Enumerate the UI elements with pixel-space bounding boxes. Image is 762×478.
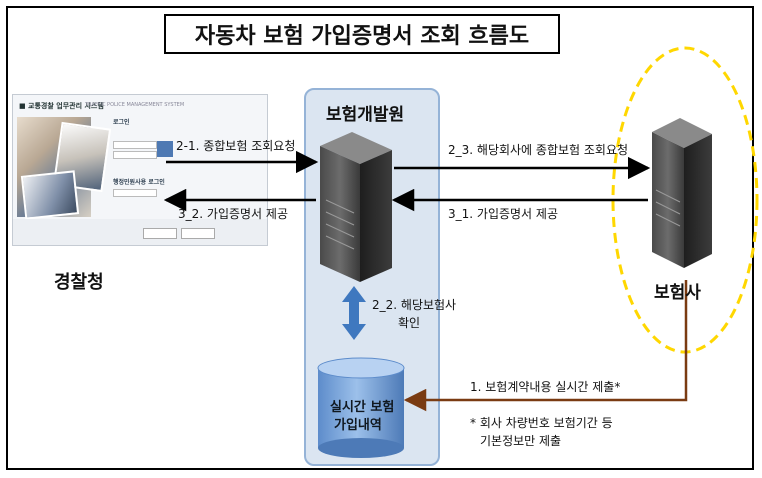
screenshot-login-panel: 로그인 행정민원사용 로그인: [109, 117, 177, 207]
police-system-screenshot: ■ 교통경찰 업무관리 시스템 TRAFFIC POLICE MANAGEMEN…: [12, 94, 268, 246]
edge-label-2-2-line2: 확인: [398, 316, 421, 330]
db-label-line2: 가입내역: [334, 418, 382, 433]
edge-label-3-2: 3_2. 가입증명서 제공: [178, 207, 288, 221]
arrow-2-2-double: [342, 286, 366, 340]
diagram-frame: [6, 6, 754, 470]
database-cylinder-icon: [317, 357, 405, 458]
node-kidi: 보험개발원: [326, 105, 405, 125]
diagram-title: 자동차 보험 가입증명서 조회 흐름도: [164, 14, 560, 54]
screenshot-footer-button: [181, 228, 215, 239]
kidi-server-icon: [320, 132, 392, 282]
edge-label-2-2-line1: 2_2. 해당보험사: [372, 298, 457, 312]
screenshot-footer: [13, 219, 267, 245]
screenshot-footer-button: [143, 228, 177, 239]
edge-label-1: 1. 보험계약내용 실시간 제출*: [470, 380, 621, 394]
node-police: 경찰청: [54, 272, 104, 293]
screenshot-logo: ■ 교통경찰 업무관리 시스템: [19, 102, 104, 110]
insurer-server-icon: [652, 118, 712, 268]
edge-label-2-1: 2-1. 종합보험 조회요청: [176, 139, 296, 153]
footnote-line2: 기본정보만 제출: [480, 434, 562, 448]
screenshot-subtitle: TRAFFIC POLICE MANAGEMENT SYSTEM: [85, 102, 185, 108]
db-label-line1: 실시간 보험: [330, 400, 395, 415]
footnote-line1: * 회사 차량번호 보험기간 등: [470, 416, 613, 430]
arrow-1-submit: [403, 280, 688, 412]
edge-label-3-1: 3_1. 가입증명서 제공: [448, 207, 558, 221]
node-insurer: 보험사: [654, 283, 701, 303]
edge-label-2-3: 2_3. 해당회사에 종합보험 조회요청: [448, 143, 629, 157]
